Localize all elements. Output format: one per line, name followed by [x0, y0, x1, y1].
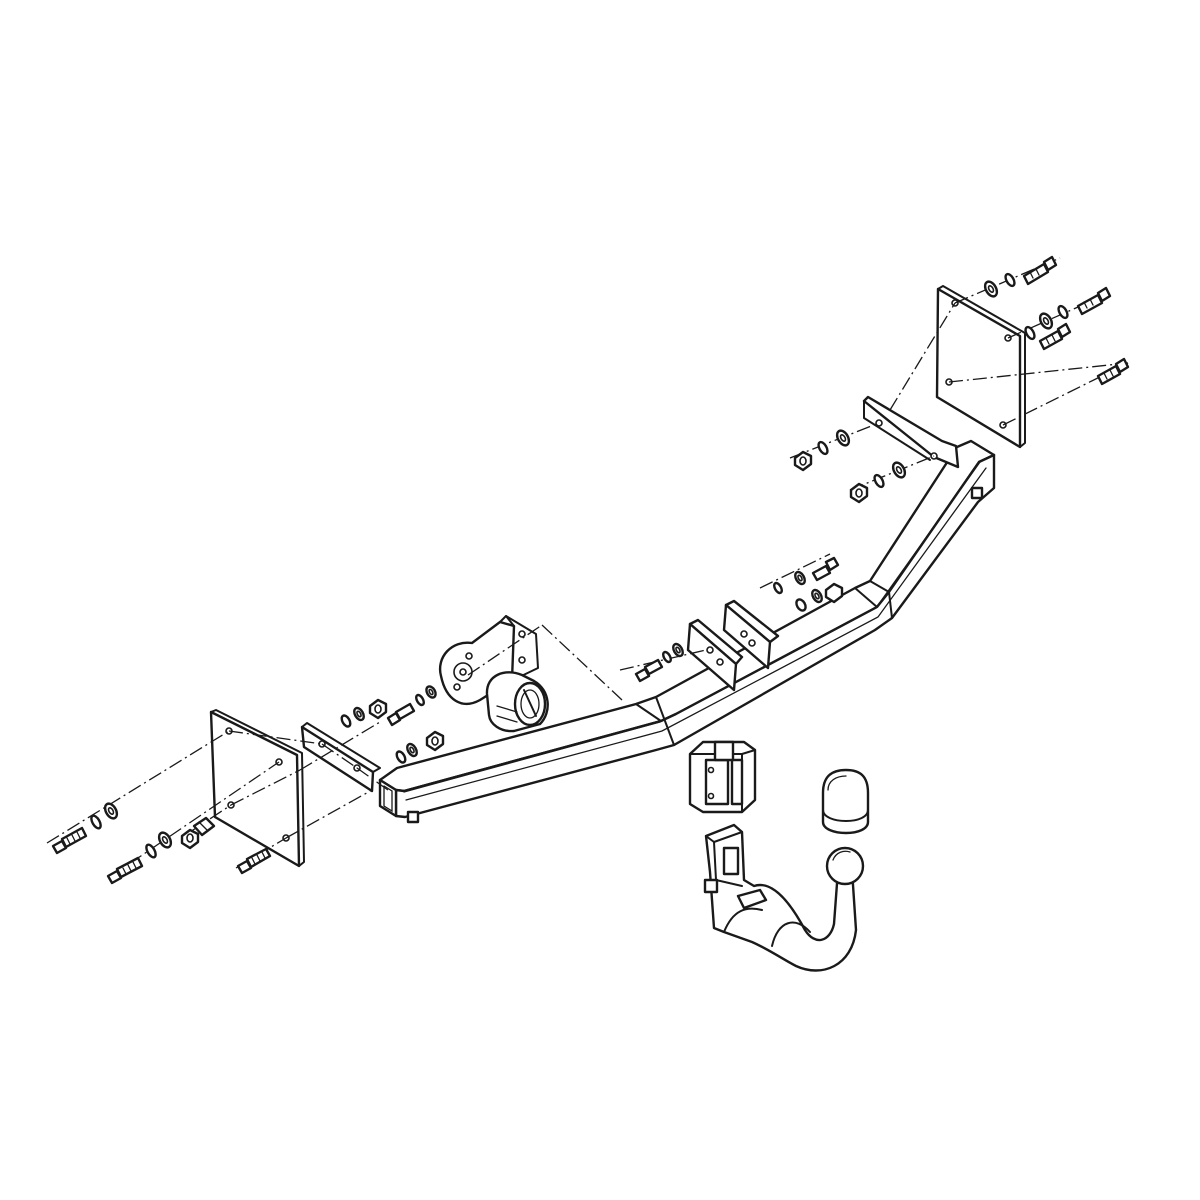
- washer-center-6: [672, 642, 684, 658]
- washer-center-3: [395, 750, 407, 764]
- washer-socket-1: [415, 693, 425, 707]
- washer-center-7: [773, 581, 783, 595]
- nut-center-1: [368, 698, 388, 720]
- nut-right-1: [793, 450, 813, 472]
- bolt-center-1: [634, 658, 664, 683]
- center-bracket-left: [686, 618, 744, 692]
- nut-right-2: [849, 482, 869, 504]
- towball-cap: [821, 768, 870, 835]
- washer-socket-2: [425, 685, 437, 699]
- towball-neck: [703, 823, 865, 972]
- nut-left-1: [180, 828, 200, 850]
- washer-right-7: [1038, 312, 1054, 330]
- washer-left-4: [157, 831, 173, 849]
- washer-left-2: [103, 802, 119, 820]
- washer-center-8: [794, 570, 806, 586]
- washer-center-2: [353, 706, 365, 722]
- main-cross-beam: [378, 439, 996, 824]
- washer-center-1: [340, 714, 352, 728]
- bolt-right-3: [1038, 322, 1072, 351]
- center-bracket-right: [722, 599, 780, 670]
- washer-right-3: [873, 473, 885, 489]
- washer-right-4: [891, 461, 907, 479]
- left-mounting-plate: [209, 709, 305, 868]
- bolt-left-3: [236, 847, 272, 875]
- towball-receiver: [688, 740, 757, 814]
- spacer-left-1: [192, 816, 216, 837]
- bolt-left-1: [51, 826, 88, 855]
- bolt-right-4: [1096, 357, 1130, 386]
- washer-center-5: [662, 650, 672, 664]
- washer-right-1: [817, 440, 829, 456]
- washer-right-8: [1057, 304, 1069, 320]
- nut-center-2: [425, 730, 445, 752]
- right-mounting-plate: [935, 285, 1026, 449]
- bolt-socket-1: [386, 702, 416, 727]
- left-side-bracket: [300, 722, 381, 793]
- bolt-right-2: [1076, 286, 1112, 316]
- washer-right-6: [1004, 272, 1016, 288]
- bolt-right-1: [1022, 255, 1058, 286]
- assembly-axis-lines: [46, 257, 1129, 878]
- bolt-left-2: [106, 856, 144, 885]
- washer-right-9: [1024, 325, 1036, 341]
- washer-center-4: [406, 742, 418, 758]
- electrical-socket: [485, 671, 549, 733]
- washer-left-3: [145, 843, 157, 859]
- washer-center-9: [795, 598, 807, 612]
- washer-left-1: [90, 814, 102, 830]
- nut-center-3: [824, 582, 844, 604]
- washer-right-5: [983, 280, 999, 298]
- washer-right-2: [835, 429, 851, 447]
- right-side-bracket: [862, 395, 960, 469]
- bolt-center-2: [811, 556, 840, 582]
- washer-center-10: [811, 588, 823, 604]
